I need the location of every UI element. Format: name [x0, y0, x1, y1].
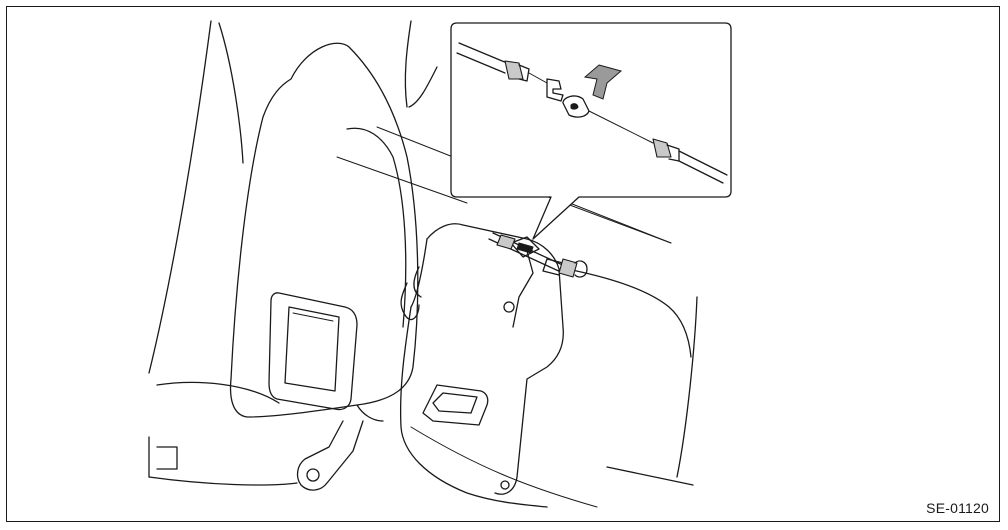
back-panel: [399, 223, 564, 508]
figure-code-label: SE-01120: [926, 500, 989, 516]
mounting-bracket: [296, 420, 364, 491]
reference-lines: [336, 126, 672, 508]
release-cable-main: [488, 232, 692, 358]
callout-cable-right: [562, 95, 728, 184]
seat-back-cushion: [148, 20, 298, 486]
callout-cable-left: [456, 42, 564, 102]
seat-frame-right: [404, 20, 698, 486]
lever-pocket: [268, 292, 358, 411]
figure-frame: SE-01120: [6, 6, 1000, 522]
seat-side-bolster: [229, 42, 419, 422]
arrow-down-left-icon: [583, 64, 623, 100]
callout-detail-box: [450, 22, 732, 240]
seat-cable-illustration: [148, 20, 732, 508]
panel-slot: [422, 384, 489, 426]
